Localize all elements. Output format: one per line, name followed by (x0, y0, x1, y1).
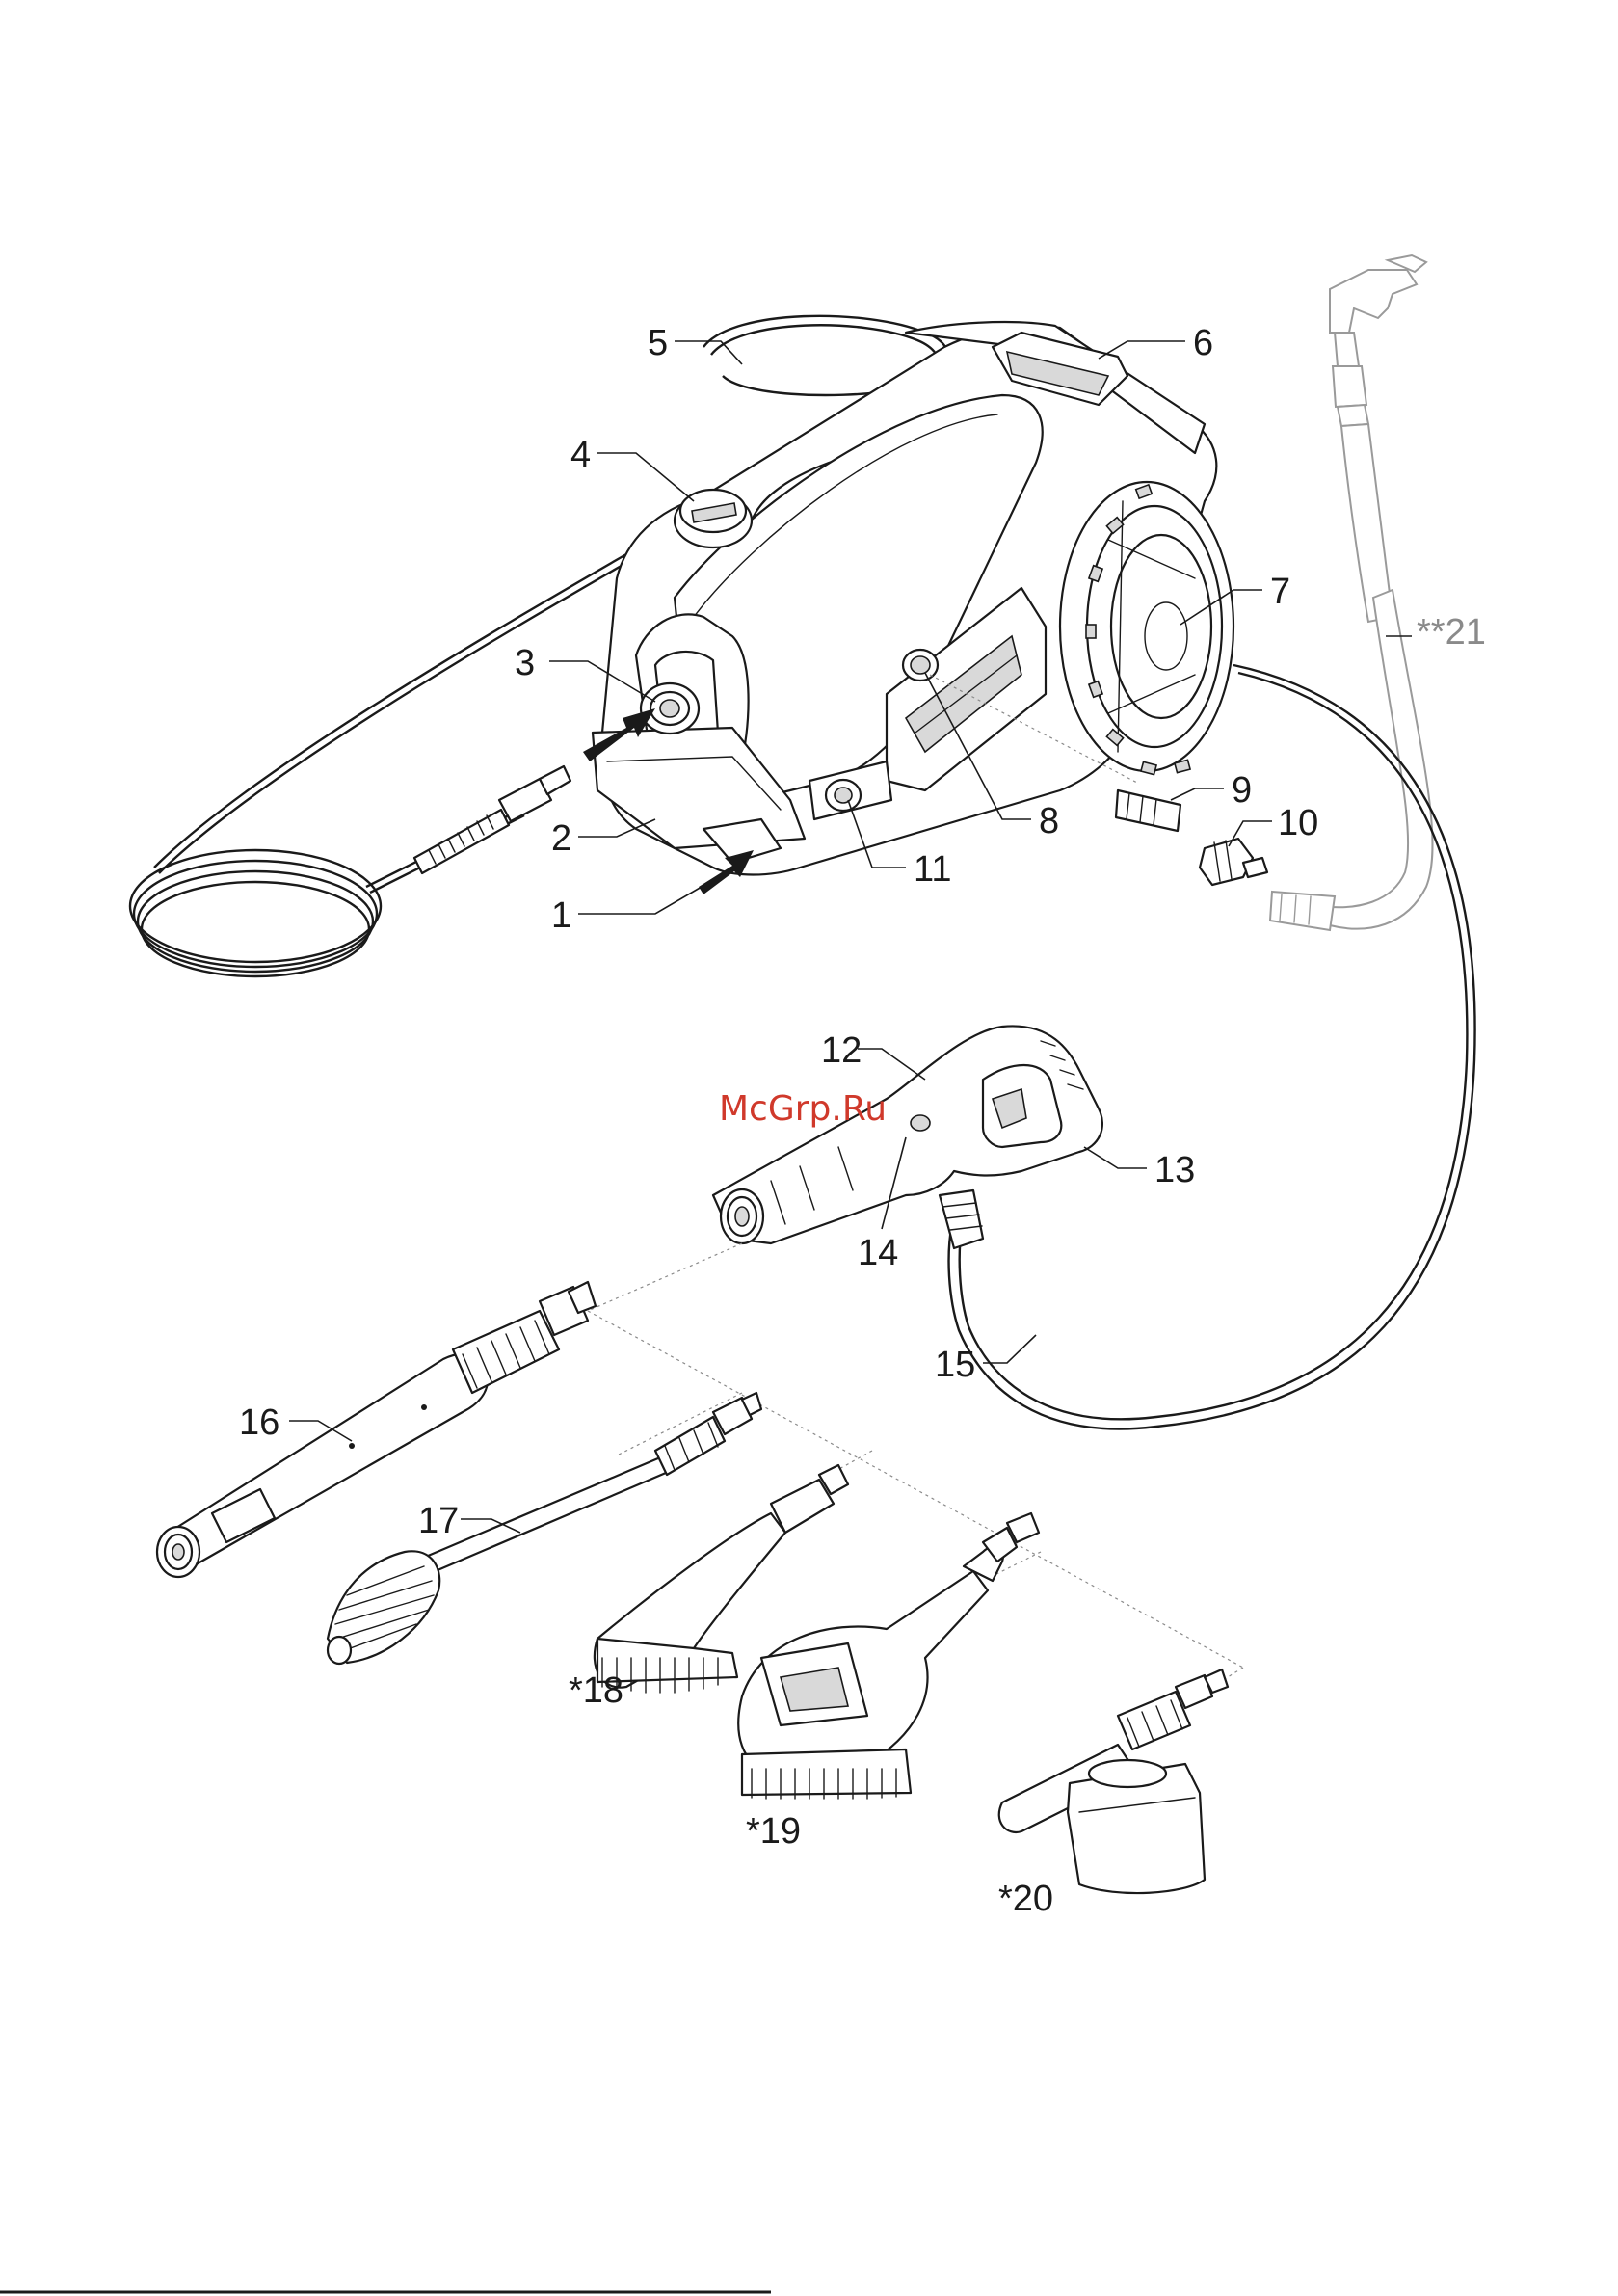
callout-18: *18 (569, 1670, 623, 1711)
hose-gun-end (940, 1190, 983, 1248)
callout-16: 16 (239, 1402, 279, 1443)
callout-10: 10 (1278, 803, 1318, 843)
hose-coupling (1200, 839, 1267, 885)
callout-7: 7 (1270, 572, 1290, 612)
callout-20: *20 (998, 1879, 1053, 1919)
foam-nozzle (999, 1669, 1228, 1893)
callout-15: 15 (935, 1345, 975, 1385)
callout-17: 17 (418, 1501, 459, 1541)
assembly-line-gun (588, 1243, 742, 1311)
pressure-washer-body (593, 316, 1233, 875)
callout-8: 8 (1039, 801, 1059, 841)
callout-6: 6 (1193, 323, 1213, 363)
switch-knob (826, 780, 861, 811)
callout-19: *19 (746, 1811, 801, 1852)
callout-21: **21 (1417, 612, 1486, 653)
callout-9: 9 (1232, 770, 1252, 811)
callout-2: 2 (551, 818, 571, 859)
callout-11: 11 (914, 849, 951, 890)
trigger-gun (713, 1026, 1102, 1243)
hose-connector-left (414, 766, 570, 873)
callout-1: 1 (551, 895, 571, 936)
callout-3: 3 (515, 643, 535, 683)
rotary-wash-brush (738, 1513, 1039, 1799)
callout-13: 13 (1154, 1150, 1195, 1190)
tank-cap (675, 490, 752, 547)
water-filter (1116, 790, 1180, 831)
watermark: McGrp.Ru (719, 1089, 887, 1129)
callout-4: 4 (570, 435, 591, 475)
callout-12: 12 (821, 1030, 862, 1071)
vario-power-spray-lance (157, 1282, 596, 1577)
callout-5: 5 (648, 323, 668, 363)
callout-14: 14 (858, 1233, 898, 1273)
